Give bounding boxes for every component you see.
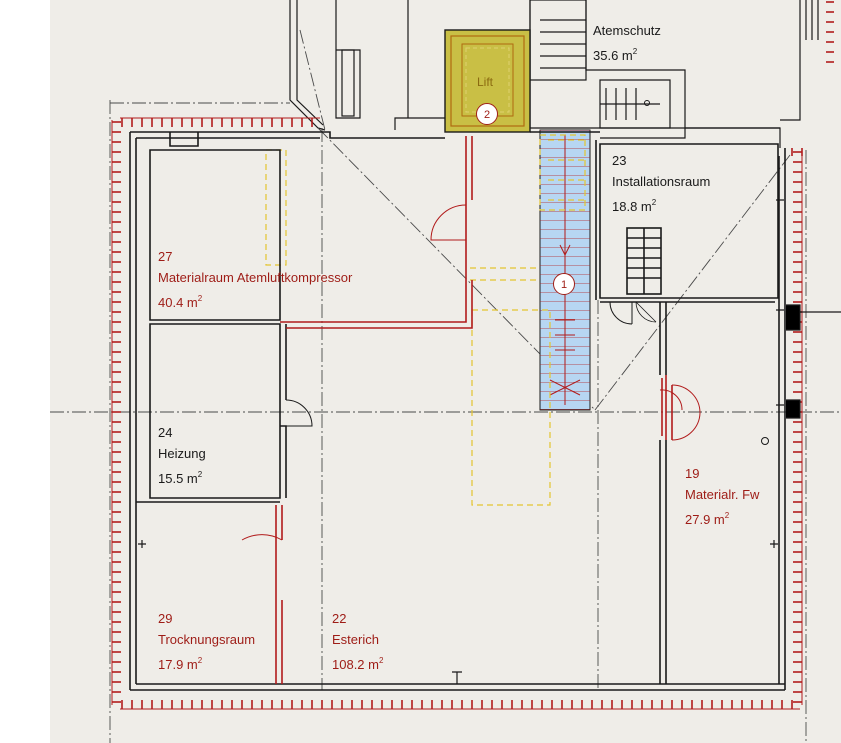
main-staircase (539, 129, 591, 411)
room-area: 40.4 m (158, 295, 198, 310)
area-unit-superscript: 2 (378, 656, 384, 665)
room-label-trocknungsraum: 29 Trocknungsraum 17.9 m2 (158, 608, 255, 675)
room-area: 18.8 m (612, 199, 652, 214)
room-label-atemschutz: Atemschutz 35.6 m2 (593, 20, 661, 66)
room-number: 22 (332, 611, 347, 626)
room-name: Materialr. Fw (685, 487, 760, 502)
room-area: 17.9 m (158, 657, 198, 672)
room-label-heizung: 24 Heizung 15.5 m2 (158, 422, 206, 489)
room-number: 27 (158, 249, 173, 264)
room-name: Materialraum Atemluftkompressor (158, 270, 353, 285)
room-name: Trocknungsraum (158, 632, 256, 647)
axis-lines (50, 29, 841, 743)
room-label-esterich: 22 Esterich 108.2 m2 (332, 608, 383, 675)
room-name: Heizung (158, 446, 206, 461)
new-walls (275, 136, 673, 684)
doors (241, 204, 701, 541)
area-unit-superscript: 2 (197, 656, 203, 665)
room-area: 27.9 m (685, 512, 725, 527)
insulation-band (112, 0, 834, 709)
room-label-materialraum: 27 Materialraum Atemluftkompressor 40.4 … (158, 246, 352, 313)
room-number: 24 (158, 425, 173, 440)
area-unit-superscript: 2 (651, 198, 657, 207)
marker-1[interactable]: 1 (553, 273, 575, 295)
area-unit-superscript: 2 (632, 47, 638, 56)
room-name: Esterich (332, 632, 379, 647)
area-unit-superscript: 2 (197, 470, 203, 479)
room-number: 23 (612, 153, 627, 168)
room-name: Installationsraum (612, 174, 711, 189)
room-number: 29 (158, 611, 173, 626)
area-unit-superscript: 2 (724, 511, 730, 520)
room-label-installationsraum: 23 Installationsraum 18.8 m2 (612, 150, 710, 217)
lift-label: Lift (477, 75, 494, 89)
room-area: 108.2 m (332, 657, 379, 672)
walls (129, 131, 786, 691)
room-name: Atemschutz (593, 23, 661, 38)
room-label-materialr-fw: 19 Materialr. Fw 27.9 m2 (685, 463, 759, 530)
marker-2[interactable]: 2 (476, 103, 498, 125)
room-number: 19 (685, 466, 700, 481)
area-unit-superscript: 2 (197, 294, 203, 303)
room-area: 35.6 m (593, 48, 633, 63)
room-area: 15.5 m (158, 471, 198, 486)
